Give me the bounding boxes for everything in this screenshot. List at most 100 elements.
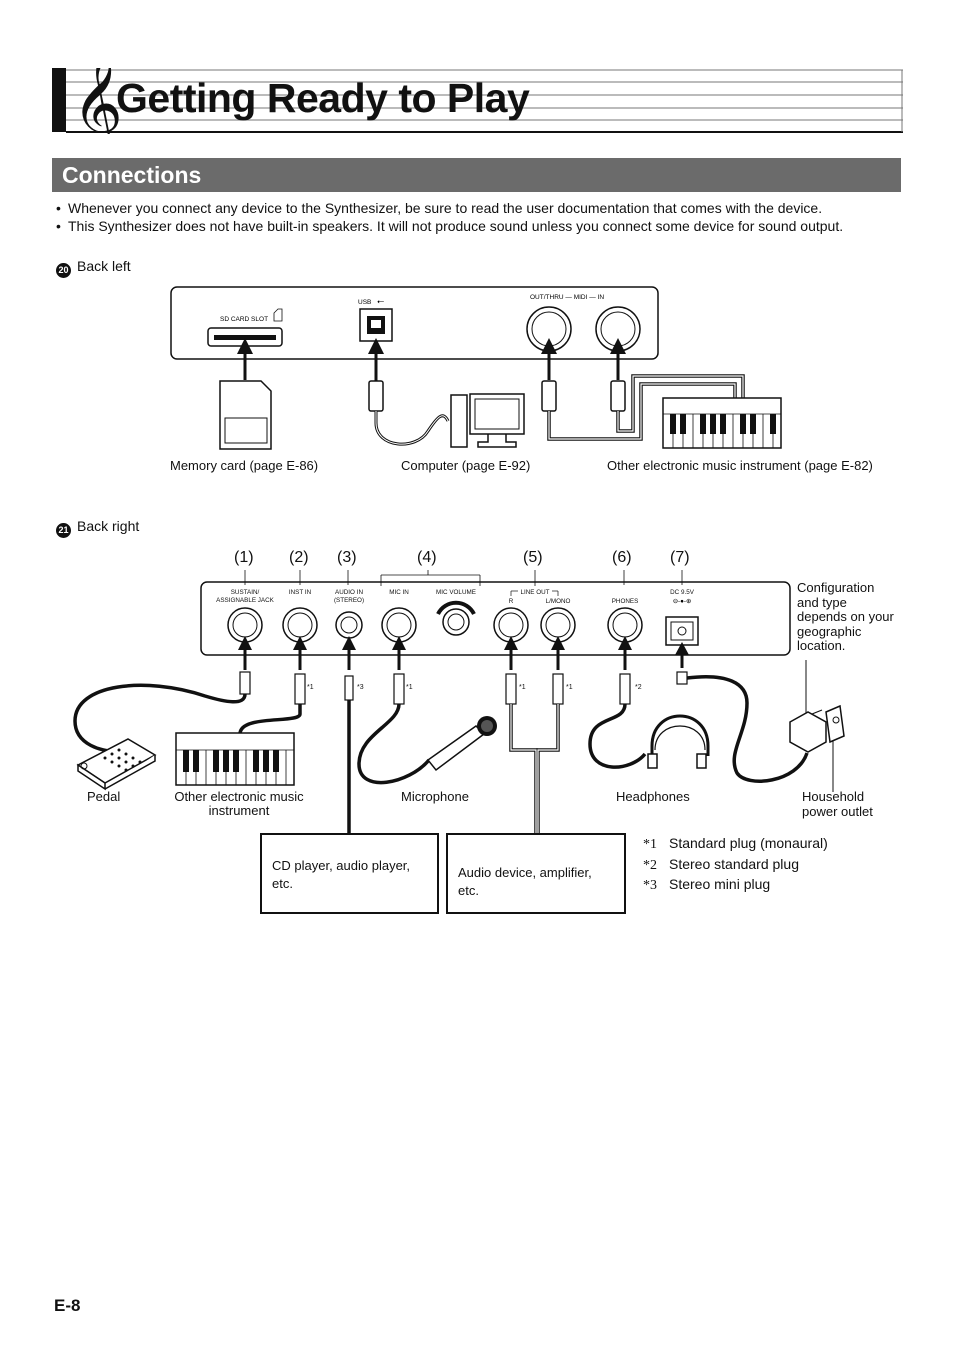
mic-volume-knob — [442, 608, 470, 636]
mic-cable — [357, 703, 431, 785]
config-note-line: location. — [797, 638, 846, 653]
note-item: *2 Stereo standard plug — [643, 855, 828, 876]
instrument-caption: Other electronic music instrument — [168, 790, 310, 818]
bullet-item: Whenever you connect any device to the S… — [56, 199, 916, 217]
note-mark: *1 — [643, 837, 657, 852]
outlet-caption: Household power outlet — [802, 789, 873, 819]
headphones-caption: Headphones — [616, 789, 690, 804]
section-bar: Connections — [52, 158, 901, 192]
section-title: Connections — [62, 162, 202, 188]
config-note: Configuration and type depends on your g… — [797, 580, 894, 654]
cd-player-box: CD player, audio player, etc. — [260, 833, 439, 914]
back-left-label: Back left — [77, 258, 131, 274]
power-cable — [686, 675, 809, 783]
volume-arc — [436, 600, 476, 615]
config-note-line: Configuration — [797, 580, 875, 595]
jack-number: (4) — [417, 549, 437, 566]
sustain-label: ASSIGNABLE JACK — [216, 597, 275, 604]
plug-notes: *1 Standard plug (monaural) *2 Stereo stan… — [643, 834, 828, 896]
usb-icon: ⭠ — [377, 296, 384, 306]
plug-icon — [619, 673, 631, 705]
plug-icon — [393, 673, 405, 705]
jack-number: (7) — [670, 549, 690, 566]
plug-icon — [552, 673, 564, 705]
caption-line: power outlet — [802, 803, 873, 819]
page-number: E-8 — [54, 1296, 81, 1315]
chapter-header: 𝄞 — [52, 54, 903, 157]
keyboard-icon — [662, 397, 782, 449]
number-badge: 21 — [56, 523, 71, 538]
plug-icon — [505, 673, 517, 705]
bullet-list: Whenever you connect any device to the S… — [56, 199, 916, 235]
cd-player-label: CD player, audio player, etc. — [272, 858, 411, 891]
jack-number: (6) — [612, 549, 632, 566]
audio-in-label: (STEREO) — [334, 597, 364, 604]
jack-number: (3) — [337, 549, 357, 566]
back-right-label: Back right — [77, 518, 140, 534]
midi-label: OUT/THRU — MIDI — IN — [530, 294, 604, 301]
staff-lines: 𝄞 — [52, 54, 903, 157]
keyboard-icon — [175, 732, 295, 786]
back-left-panel — [170, 286, 659, 360]
config-note-line: geographic — [797, 623, 862, 639]
config-note-line: depends on your — [797, 609, 894, 624]
back-right-heading: 21 Back right — [56, 518, 139, 538]
jack-number: (5) — [523, 549, 543, 566]
midi-plug-icon — [610, 380, 626, 412]
sd-card-icon — [273, 308, 283, 322]
note-item: *1 Standard plug (monaural) — [643, 834, 828, 855]
phones-cable — [588, 703, 647, 769]
phones-label: PHONES — [612, 598, 639, 605]
plug-icon — [294, 673, 306, 705]
note-mark: *2 — [643, 857, 657, 873]
diagram-label: *1 — [519, 684, 526, 691]
note-text: Standard plug (monaural) — [669, 835, 828, 851]
headphones-icon — [650, 714, 710, 756]
power-adaptor-icon — [789, 704, 845, 753]
audio-device-box: Audio device, amplifier, etc. — [446, 833, 626, 914]
jack-number: (2) — [289, 549, 309, 566]
plug-icon — [344, 675, 354, 701]
note-item: *3 Stereo mini plug — [643, 875, 828, 896]
diagram-label: *2 — [635, 684, 642, 691]
pedal-cable — [73, 683, 247, 753]
caption-line: Other electronic music — [174, 789, 304, 804]
computer-tower-icon — [450, 394, 468, 448]
sd-slot-label: SD CARD SLOT — [220, 316, 268, 323]
microphone-caption: Microphone — [401, 789, 469, 804]
inst-in-label: INST IN — [289, 589, 312, 596]
caption-line: instrument — [208, 803, 270, 818]
diagram-label: *1 — [566, 684, 573, 691]
note-mark: *3 — [643, 878, 657, 893]
back-right-panel — [200, 581, 791, 656]
diagram-label: *1 — [406, 684, 413, 691]
r-label: R — [509, 598, 514, 605]
memory-card-caption: Memory card (page E-86) — [170, 458, 319, 473]
microphone-icon — [426, 716, 497, 772]
audio-in-jack — [335, 611, 363, 639]
usb-label: USB — [358, 299, 371, 306]
usb-plug-icon — [368, 380, 384, 412]
diagram-label: *1 — [307, 684, 314, 691]
bullet-item: This Synthesizer does not have built-in … — [56, 217, 916, 235]
back-left-heading: 20 Back left — [56, 258, 131, 278]
polarity-icon: ⊖-●-⊕ — [673, 598, 692, 605]
note-text: Stereo standard plug — [669, 855, 799, 872]
computer-monitor-icon — [469, 393, 525, 435]
back-left-diagram: SD CARD SLOT USB ⭠ OUT/THRU — MIDI — IN — [170, 286, 782, 450]
jack-number: (1) — [234, 549, 254, 566]
audio-in-label: AUDIO IN — [335, 589, 363, 596]
memory-card-icon — [219, 380, 272, 450]
pedal-caption: Pedal — [87, 789, 121, 804]
note-text: Stereo mini plug — [669, 876, 771, 892]
dc-label: DC 9.5V — [670, 589, 695, 596]
midi-plug-icon — [541, 380, 557, 412]
audio-device-label: Audio device, amplifier, etc. — [458, 865, 592, 898]
l-mono-label: L/MONO — [546, 598, 571, 605]
back-right-diagram: SUSTAIN/ ASSIGNABLE JACK INST IN AUDIO I… — [73, 570, 845, 834]
page-title: Getting Ready to Play — [116, 75, 530, 121]
sustain-label: SUSTAIN/ — [231, 589, 260, 596]
number-badge: 20 — [56, 263, 71, 278]
plug-icon — [239, 671, 251, 695]
mic-in-label: MIC IN — [389, 589, 409, 596]
